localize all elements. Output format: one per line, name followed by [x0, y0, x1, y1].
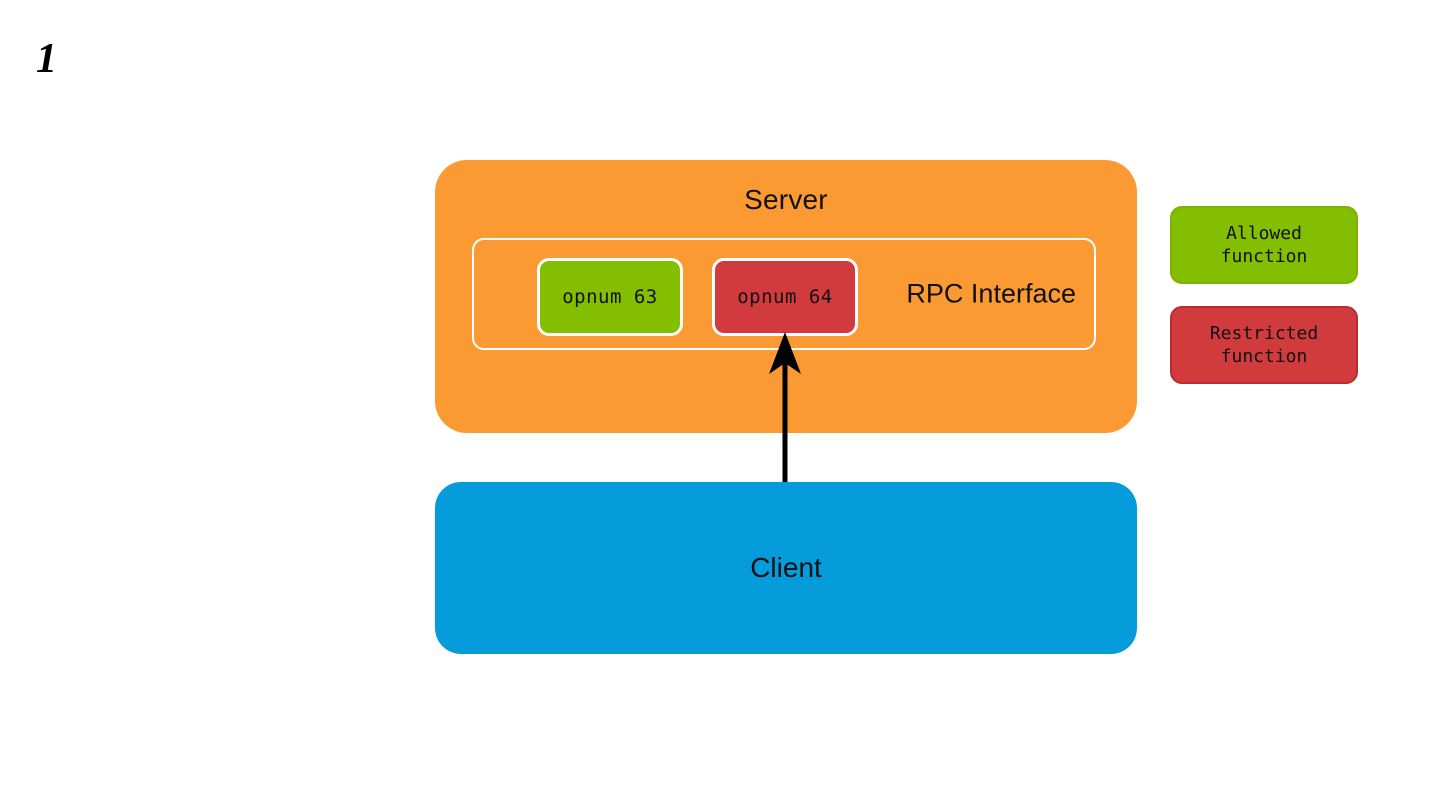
opnum-63-allowed-function-box[interactable]: opnum 63: [537, 258, 683, 336]
legend-item-allowed-function: Allowed function: [1170, 206, 1358, 284]
legend-restricted-line2: function: [1220, 346, 1308, 367]
client-title: Client: [750, 552, 822, 583]
legend-restricted-line1: Restricted: [1209, 322, 1319, 344]
legend-allowed-line1: Allowed: [1226, 222, 1302, 244]
client-box: Client: [435, 482, 1137, 654]
slide-number: 1: [36, 36, 57, 82]
legend-allowed-line2: function: [1220, 246, 1308, 267]
client-to-opnum64-arrow-icon: [769, 332, 801, 490]
server-title: Server: [744, 184, 828, 215]
rpc-interface-container: opnum 63 opnum 64 RPC Interface: [472, 238, 1096, 350]
legend-item-restricted-function: Restricted function: [1170, 306, 1358, 384]
rpc-interface-label: RPC Interface: [906, 278, 1076, 309]
opnum-64-restricted-function-box[interactable]: opnum 64: [712, 258, 858, 336]
